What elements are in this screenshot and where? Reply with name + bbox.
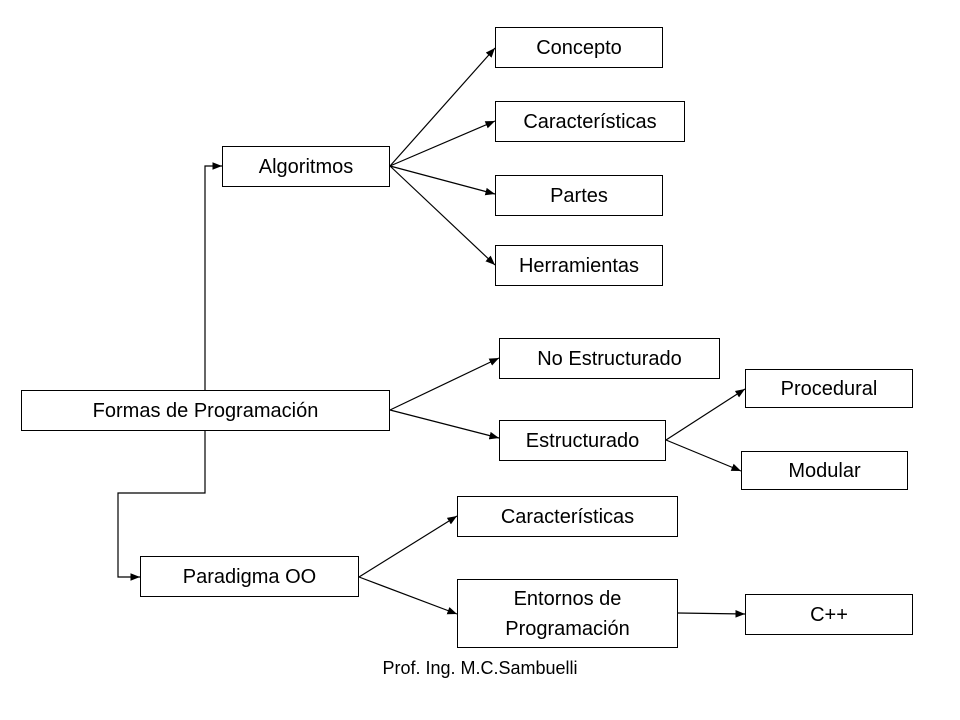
node-caracteristicas-algoritmos: Características (495, 101, 685, 142)
node-partes: Partes (495, 175, 663, 216)
node-modular: Modular (741, 451, 908, 490)
arrow-algoritmos-herramientas (389, 165, 496, 266)
arrow-paradigma-caracteristicas (358, 515, 458, 578)
arrow-formas-estructurado (389, 409, 500, 440)
footer-author: Prof. Ing. M.C.Sambuelli (382, 658, 578, 678)
arrow-formas-no-estructurado (389, 357, 500, 411)
arrow-algoritmos-caracteristicas (389, 120, 496, 167)
arrow-estructurado-modular (665, 439, 742, 472)
node-algoritmos: Algoritmos (222, 146, 390, 187)
node-entornos-de-programacion: Entornos de Programación (457, 579, 678, 648)
arrow-algoritmos-concepto (389, 47, 496, 167)
node-herramientas: Herramientas (495, 245, 663, 286)
node-cpp: C++ (745, 594, 913, 635)
arrow-estructurado-procedural (665, 388, 746, 441)
node-no-estructurado: No Estructurado (499, 338, 720, 379)
arrow-formas-paradigma (117, 430, 206, 581)
arrow-entornos-cpp (677, 610, 746, 618)
node-concepto: Concepto (495, 27, 663, 68)
arrow-algoritmos-partes (389, 165, 496, 196)
node-formas-de-programacion: Formas de Programación (21, 390, 390, 431)
node-estructurado: Estructurado (499, 420, 666, 461)
arrow-formas-algoritmos (204, 162, 222, 390)
arrow-paradigma-entornos (358, 576, 458, 615)
node-paradigma-oo: Paradigma OO (140, 556, 359, 597)
node-caracteristicas-paradigma: Características (457, 496, 678, 537)
node-procedural: Procedural (745, 369, 913, 408)
